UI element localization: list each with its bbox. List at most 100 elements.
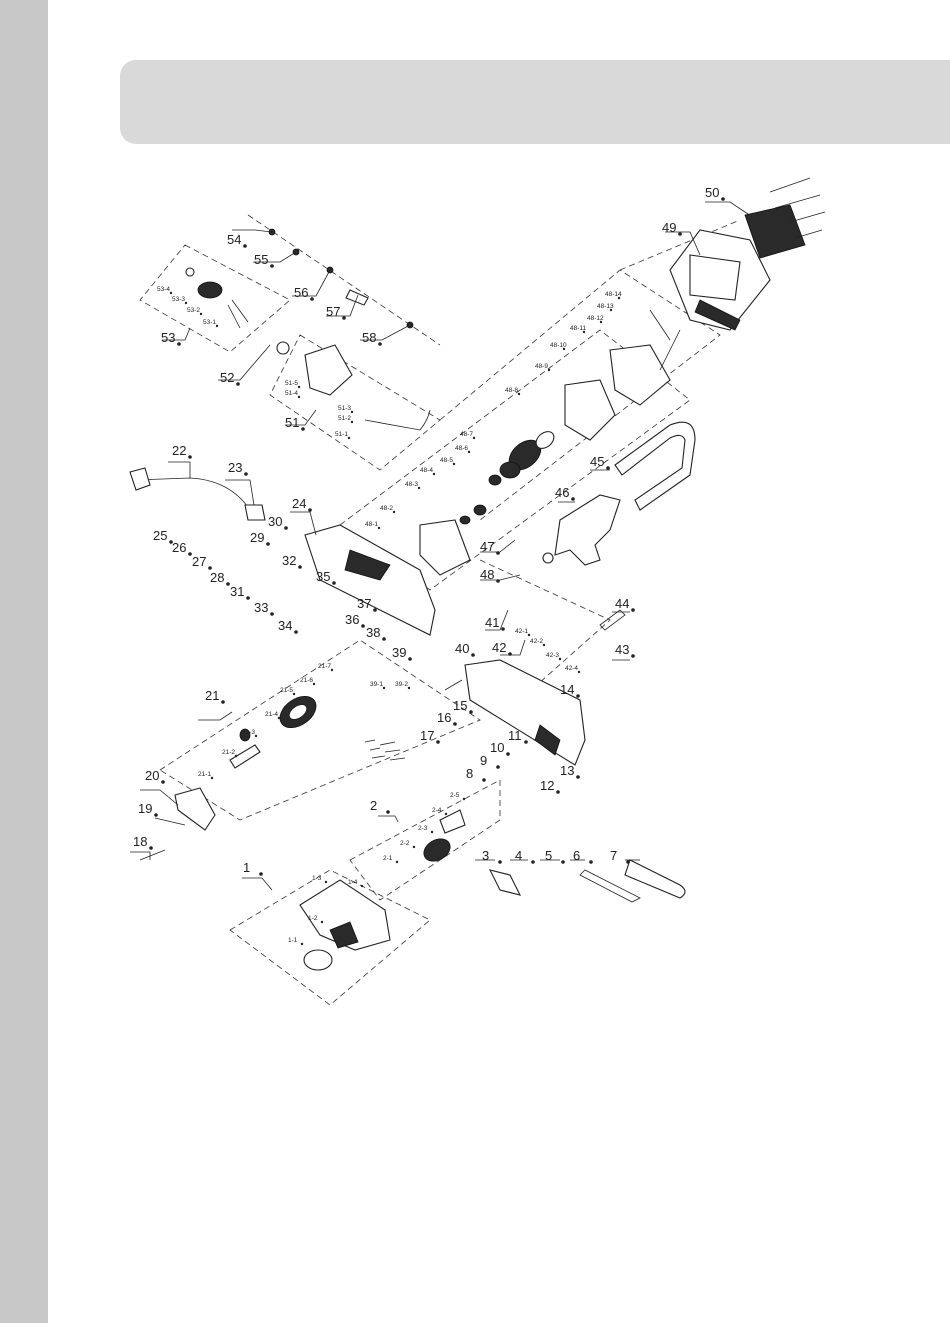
part-label-1-4: 1-4 [348,879,358,886]
part-label-37: 37 [357,596,371,611]
part-label-48-2: 48-2 [380,505,393,512]
part-label-35: 35 [316,569,330,584]
part-label-48-12: 48-12 [587,315,604,322]
leader-dot-56 [310,297,314,301]
part-label-46: 46 [555,485,569,500]
leader-dot-27 [208,566,212,570]
leader-dot-51-3 [350,410,354,414]
leader-dot-1-1 [300,942,304,946]
leader-dot-26 [188,552,192,556]
leader-dot-45 [606,466,610,470]
part-label-1: 1 [243,860,250,875]
part-label-51-4: 51-4 [285,390,298,397]
part-48-motor-assembly [419,309,681,576]
leader-dot-21-5 [292,692,296,696]
part-label-11: 11 [508,728,522,743]
leader-dot-42-2 [542,643,546,647]
leader-dot-42-4 [577,670,581,674]
part-label-30: 30 [268,514,282,529]
leader-dot-38 [382,637,386,641]
part-label-56: 56 [294,285,308,300]
part-3-to-7-bar-chain [488,859,686,903]
leader-dot-28 [226,582,230,586]
leader-dot-4 [531,860,535,864]
leader-dot-48-5 [452,462,456,466]
part-label-54: 54 [227,232,241,247]
part-label-48-3: 48-3 [405,481,418,488]
part-label-40: 40 [455,641,469,656]
leader-dot-47 [496,551,500,555]
part-label-43: 43 [615,642,629,657]
part-label-48-10: 48-10 [550,342,567,349]
part-40-housing-half [464,659,586,766]
part-label-44: 44 [615,596,629,611]
part-label-48-7: 48-7 [460,431,473,438]
part-label-48-4: 48-4 [420,467,433,474]
part-label-41: 41 [485,615,499,630]
leader-dot-21-4 [277,716,281,720]
leader-dot-34 [294,630,298,634]
part-label-55: 55 [254,252,268,267]
leader-dot-8 [482,778,486,782]
leader-dot-53-2 [199,312,203,316]
leader-dot-9 [496,765,500,769]
part-label-48-8: 48-8 [505,387,518,394]
part-label-49: 49 [662,220,676,235]
leader-dot-48-10 [562,347,566,351]
leader-dot-51-5 [297,385,301,389]
part-label-36: 36 [345,612,359,627]
leader-dot-10 [506,752,510,756]
leader-dot-31 [246,596,250,600]
part-label-38: 38 [366,625,380,640]
leader-dot-48-12 [599,320,603,324]
part-label-48-5: 48-5 [440,457,453,464]
leader-dot-48-11 [582,330,586,334]
leader-dot-48-2 [392,510,396,514]
leader-dot-48-13 [609,308,613,312]
leader-dot-53 [177,342,181,346]
part-label-45: 45 [590,454,604,469]
leader-dot-1-3 [324,880,328,884]
part-label-42-1: 42-1 [515,628,528,635]
leader-dot-7 [626,860,630,864]
part-label-18: 18 [133,834,147,849]
leader-dot-25 [169,540,173,544]
part-label-2-5: 2-5 [450,792,460,799]
part-label-2-1: 2-1 [383,855,393,862]
leader-dot-51-4 [297,395,301,399]
part-label-42-3: 42-3 [546,652,559,659]
part-20-sprocket-cover [174,787,216,831]
leader-dot-14 [576,694,580,698]
part-22-power-cord [129,467,266,521]
leader-dot-20 [161,780,165,784]
part-label-23: 23 [228,460,242,475]
leader-dot-21 [221,700,225,704]
part-label-26: 26 [172,540,186,555]
part-label-21: 21 [205,688,219,703]
leader-dot-29 [266,542,270,546]
part-label-8: 8 [466,766,473,781]
leader-dot-42-1 [527,633,531,637]
part-label-48: 48 [480,567,494,582]
part-label-25: 25 [153,528,167,543]
leader-dot-19 [154,813,158,817]
leader-dot-54 [243,244,247,248]
leader-dot-51-1 [347,436,351,440]
part-label-42-4: 42-4 [565,665,578,672]
leader-dot-21-6 [312,682,316,686]
leader-dot-49 [678,232,682,236]
part-label-51-2: 51-2 [338,415,351,422]
leader-dot-2-4 [444,812,448,816]
leader-dot-57 [342,316,346,320]
leader-dot-43 [631,654,635,658]
leader-dot-23 [244,472,248,476]
part-label-15: 15 [453,698,467,713]
part-label-28: 28 [210,570,224,585]
leader-dot-39-2 [407,686,411,690]
part-label-4: 4 [515,848,522,863]
leader-dot-55 [270,264,274,268]
part-45-front-handle [614,421,696,511]
leader-dot-1-4 [360,884,364,888]
part-label-27: 27 [192,554,206,569]
